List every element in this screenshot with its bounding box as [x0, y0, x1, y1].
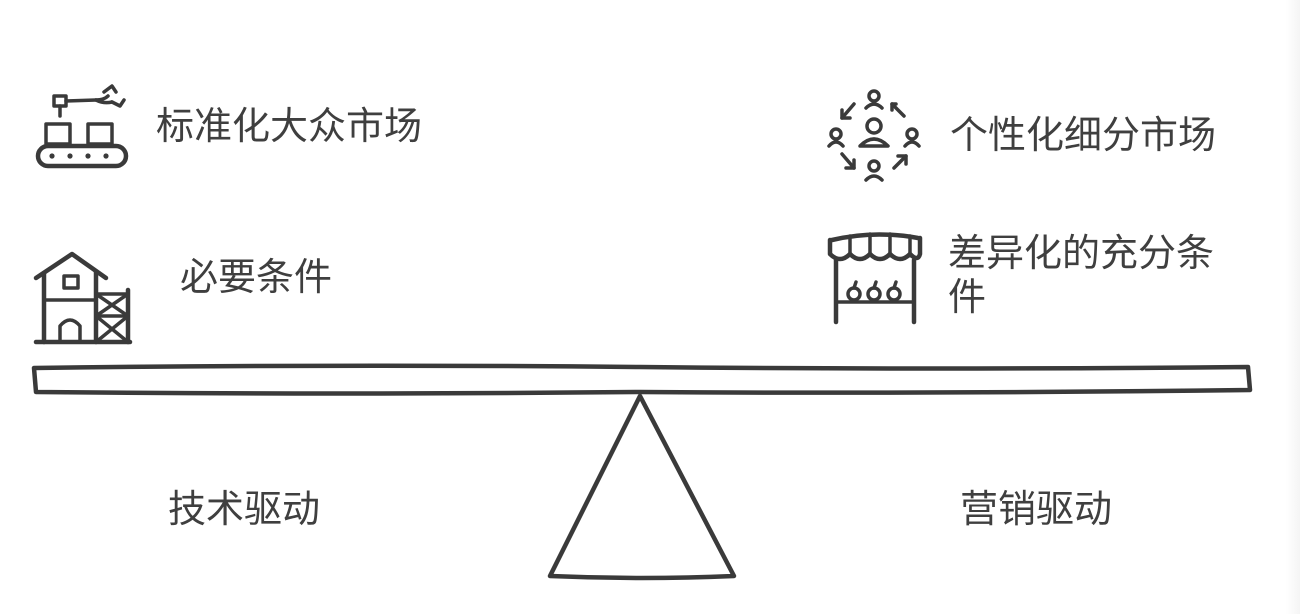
standardized-mass-market-label: 标准化大众市场 — [156, 104, 423, 148]
marketing-driven-label: 营销驱动 — [960, 487, 1113, 531]
right-edge-shade — [1286, 0, 1300, 614]
personalized-segment-market-label: 个性化细分市场 — [950, 113, 1217, 157]
seesaw-beam — [31, 363, 1253, 396]
market-stall-icon — [827, 232, 923, 325]
differentiation-sufficient-condition-label: 差异化的充分条件 — [948, 231, 1215, 319]
conveyor-robot-arm-icon — [35, 84, 129, 169]
tech-driven-label: 技术驱动 — [168, 487, 321, 531]
seesaw-fulcrum — [547, 393, 737, 581]
necessary-condition-label: 必要条件 — [180, 255, 333, 299]
people-cycle-icon — [827, 89, 921, 182]
house-scaffold-icon — [33, 251, 133, 345]
